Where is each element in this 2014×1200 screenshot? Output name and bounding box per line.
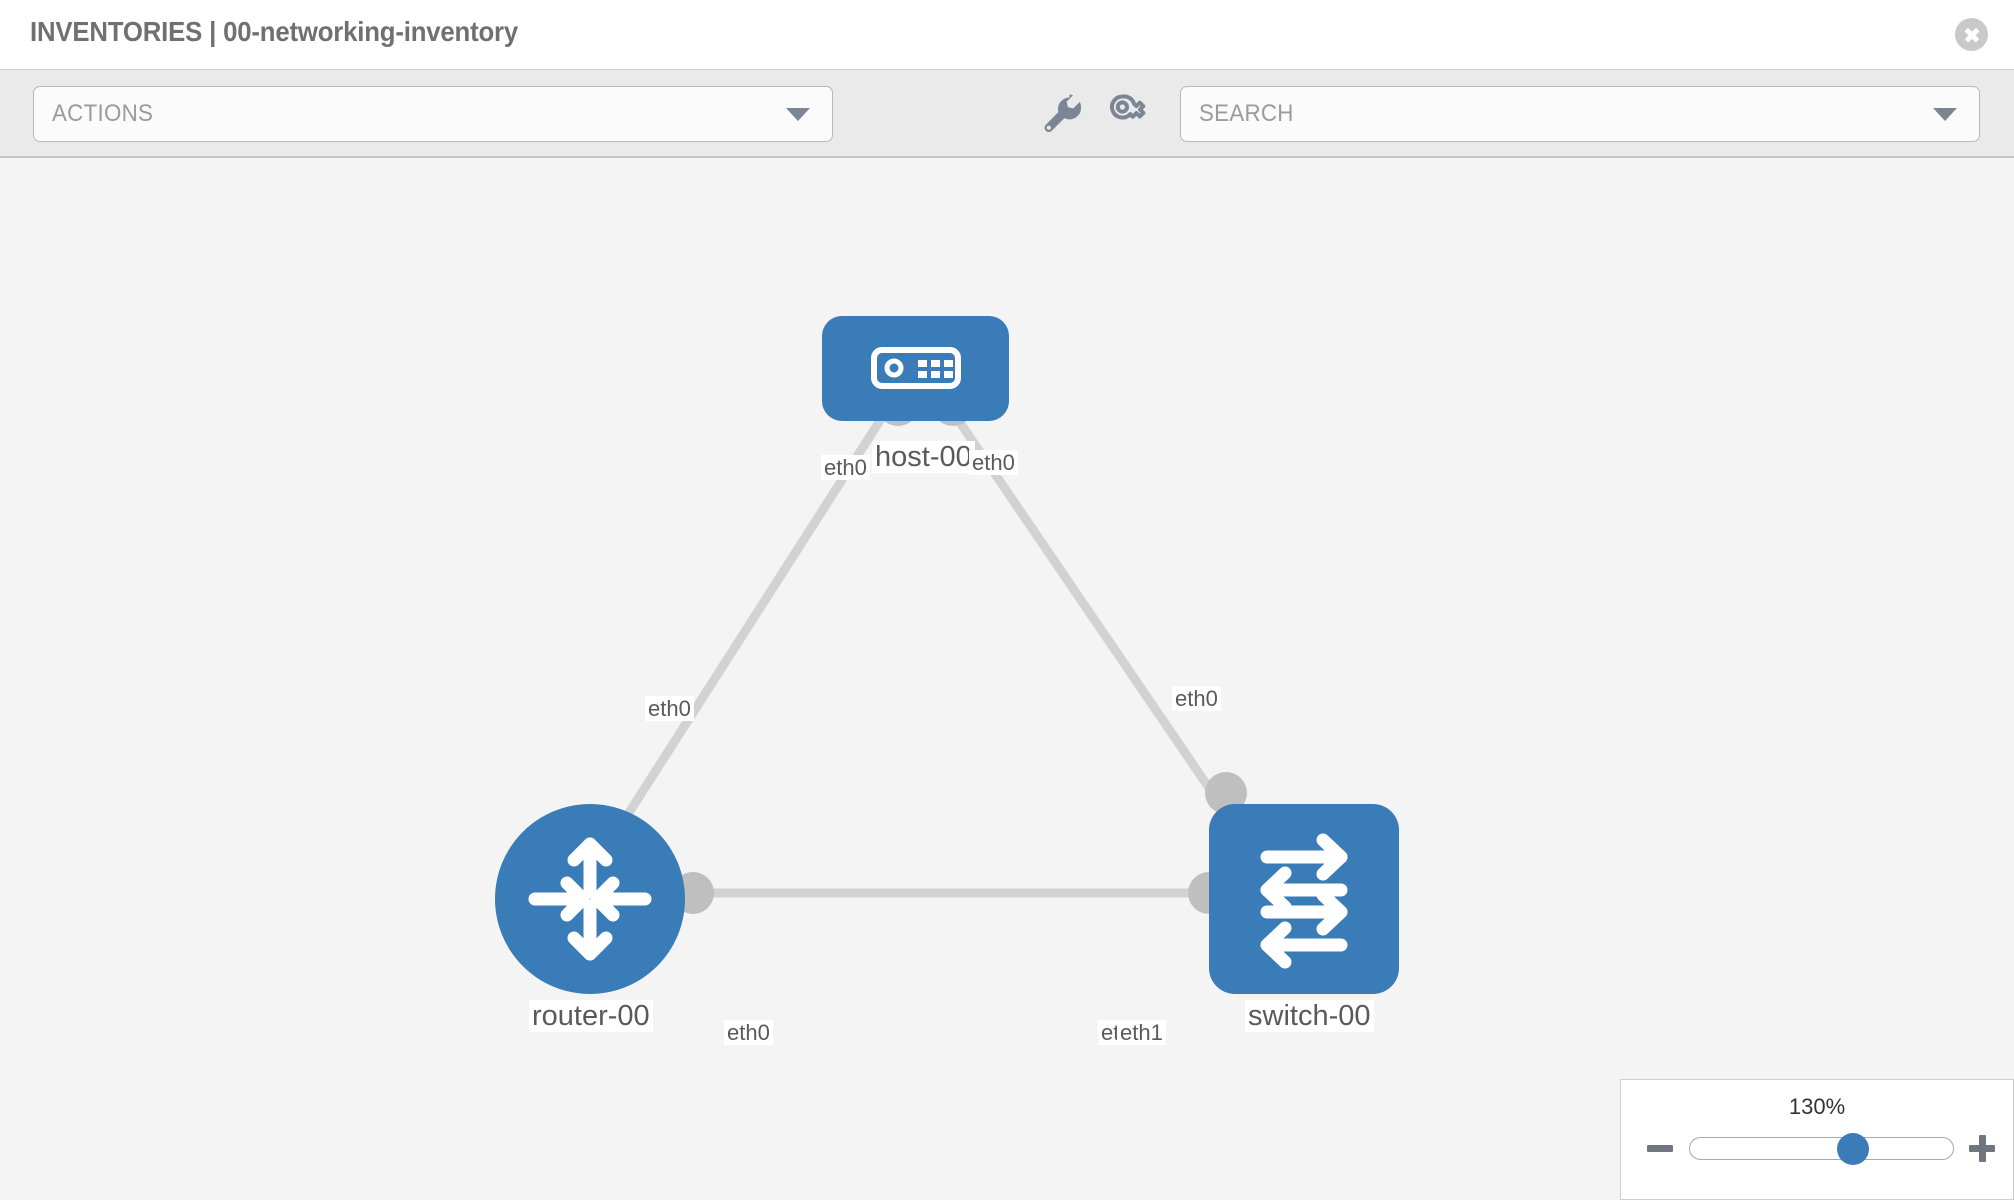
node-label-host-00: host-00 bbox=[872, 441, 975, 474]
toolbar: ACTIONS SEARCH bbox=[0, 69, 2014, 158]
link-host-router bbox=[596, 405, 892, 861]
port-label-router-up: eth0 bbox=[645, 696, 694, 722]
topology-canvas[interactable]: host-00 router-00 switch-00 eth0 eth0 et… bbox=[0, 158, 2014, 1200]
zoom-control-panel: 130% bbox=[1620, 1079, 2014, 1200]
zoom-slider-thumb[interactable] bbox=[1837, 1132, 1870, 1165]
wrench-icon[interactable] bbox=[1035, 88, 1087, 140]
search-placeholder: SEARCH bbox=[1199, 100, 1294, 127]
zoom-level-value: 130% bbox=[1788, 1094, 1846, 1119]
page-title: INVENTORIES | 00-networking-inventory bbox=[30, 16, 519, 47]
actions-dropdown[interactable]: ACTIONS bbox=[33, 86, 833, 142]
topology-links bbox=[596, 405, 1254, 898]
node-switch-00[interactable] bbox=[1209, 804, 1399, 994]
page-header: INVENTORIES | 00-networking-inventory bbox=[0, 0, 2014, 69]
zoom-in-button[interactable] bbox=[1967, 1133, 1997, 1163]
zoom-out-button[interactable] bbox=[1645, 1133, 1675, 1163]
node-label-switch-00: switch-00 bbox=[1245, 1000, 1374, 1033]
actions-dropdown-label: ACTIONS bbox=[52, 100, 154, 127]
port-label-router-right: eth0 bbox=[724, 1020, 773, 1046]
port-label-switch-left: eth1 bbox=[1117, 1020, 1166, 1046]
chevron-down-icon[interactable] bbox=[1933, 108, 1957, 121]
port-label-host-right: eth0 bbox=[969, 450, 1018, 476]
link-host-switch bbox=[946, 405, 1254, 851]
node-router-00[interactable] bbox=[495, 804, 685, 994]
close-icon[interactable] bbox=[1955, 18, 1988, 51]
zoom-slider-track[interactable] bbox=[1689, 1132, 1954, 1165]
search-input[interactable]: SEARCH bbox=[1180, 86, 1980, 142]
key-icon[interactable] bbox=[1102, 88, 1154, 140]
port-label-host-left: eth0 bbox=[821, 455, 870, 481]
port-label-switch-up: eth0 bbox=[1172, 686, 1221, 712]
node-host-00[interactable] bbox=[822, 316, 1009, 421]
chevron-down-icon bbox=[786, 108, 810, 121]
node-label-router-00: router-00 bbox=[529, 1000, 653, 1033]
